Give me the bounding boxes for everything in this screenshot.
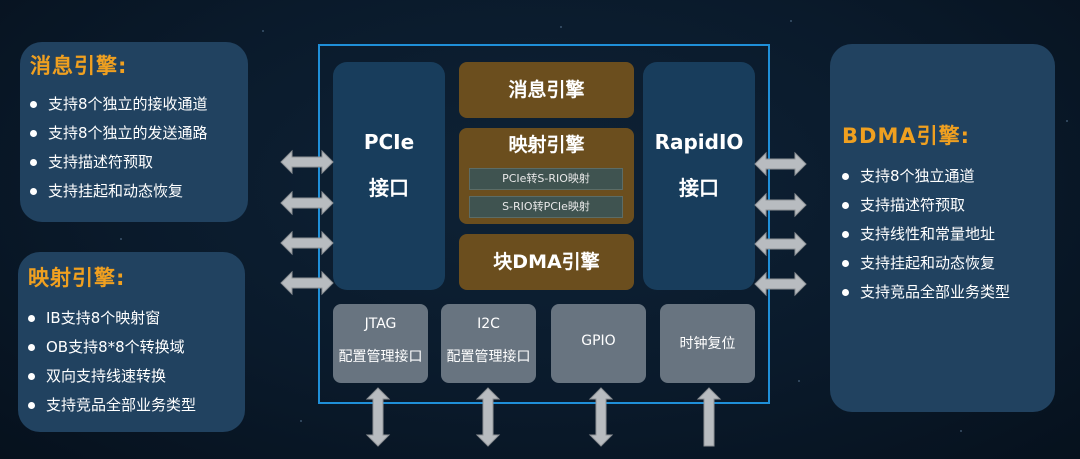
vertical-double-arrow-icon <box>365 387 391 447</box>
gpio-label: GPIO <box>581 333 616 349</box>
pcie-to-srio-mapping: PCIe转S-RIO映射 <box>469 168 623 190</box>
jtag-sublabel: 配置管理接口 <box>338 349 423 365</box>
mapping-engine-panel: 映射引擎: IB支持8个映射窗 OB支持8*8个转换域 双向支持线速转换 支持竞… <box>18 252 245 432</box>
list-item: 支持8个独立通道 <box>842 162 1055 191</box>
block-dma-engine-block: 块DMA引擎 <box>459 234 634 290</box>
bullet-icon <box>28 402 35 409</box>
list-item-text: 支持挂起和动态恢复 <box>860 254 996 272</box>
double-arrow-icon <box>754 271 807 297</box>
bullet-icon <box>30 101 37 108</box>
list-item-text: 支持竞品全部业务类型 <box>860 283 1011 301</box>
list-item-text: 支持8个独立通道 <box>860 167 975 185</box>
list-item: 支持描述符预取 <box>30 148 248 177</box>
feature-list: 支持8个独立的接收通道 支持8个独立的发送通路 支持描述符预取 支持挂起和动态恢… <box>30 90 248 206</box>
panel-title: 消息引擎: <box>30 54 128 78</box>
list-item-text: 支持竞品全部业务类型 <box>46 396 197 414</box>
bullet-icon <box>842 289 849 296</box>
bullet-icon <box>28 315 35 322</box>
pcie-interface-block: PCIe 接口 <box>333 62 445 290</box>
vertical-double-arrow-icon <box>475 387 501 447</box>
bullet-icon <box>30 159 37 166</box>
gpio-block: GPIO <box>551 304 646 383</box>
message-engine-block: 消息引擎 <box>459 62 634 118</box>
mapping-engine-block: 映射引擎 PCIe转S-RIO映射 S-RIO转PCIe映射 <box>459 128 634 224</box>
i2c-label: I2C <box>477 316 500 332</box>
pcie-label: PCIe <box>363 130 415 154</box>
double-arrow-icon <box>754 192 807 218</box>
list-item: 支持描述符预取 <box>842 191 1055 220</box>
list-item: 支持竞品全部业务类型 <box>842 278 1055 307</box>
chip-boundary <box>318 44 770 404</box>
star <box>120 238 122 240</box>
message-engine-panel: 消息引擎: 支持8个独立的接收通道 支持8个独立的发送通路 支持描述符预取 支持… <box>20 42 248 222</box>
srio-to-pcie-mapping: S-RIO转PCIe映射 <box>469 196 623 218</box>
list-item: 支持竞品全部业务类型 <box>28 391 245 420</box>
bullet-icon <box>28 344 35 351</box>
feature-list: 支持8个独立通道 支持描述符预取 支持线性和常量地址 支持挂起和动态恢复 支持竞… <box>842 162 1055 307</box>
list-item-text: 支持描述符预取 <box>48 153 154 171</box>
list-item-text: 支持挂起和动态恢复 <box>48 182 184 200</box>
mapping-engine-title: 映射引擎 <box>508 134 585 156</box>
panel-title: 映射引擎: <box>28 266 126 290</box>
rapidio-interface-block: RapidIO 接口 <box>643 62 755 290</box>
double-arrow-icon <box>754 151 807 177</box>
list-item-text: 支持线性和常量地址 <box>860 225 996 243</box>
bullet-icon <box>30 130 37 137</box>
clock-reset-block: 时钟复位 <box>660 304 755 383</box>
vertical-double-arrow-icon <box>588 387 614 447</box>
star <box>262 30 264 32</box>
bullet-icon <box>842 231 849 238</box>
star <box>790 20 792 22</box>
list-item-text: 支持8个独立的接收通道 <box>48 95 208 113</box>
list-item: OB支持8*8个转换域 <box>28 333 245 362</box>
list-item: IB支持8个映射窗 <box>28 304 245 333</box>
rapidio-sublabel: 接口 <box>679 176 719 200</box>
double-arrow-icon <box>754 231 807 257</box>
star <box>798 380 800 382</box>
bullet-icon <box>30 188 37 195</box>
double-arrow-icon <box>280 270 334 296</box>
list-item: 支持挂起和动态恢复 <box>842 249 1055 278</box>
i2c-sublabel: 配置管理接口 <box>446 349 531 365</box>
pcie-sublabel: 接口 <box>369 176 409 200</box>
jtag-block: JTAG 配置管理接口 <box>333 304 428 383</box>
list-item: 支持线性和常量地址 <box>842 220 1055 249</box>
bullet-icon <box>842 173 849 180</box>
feature-list: IB支持8个映射窗 OB支持8*8个转换域 双向支持线速转换 支持竞品全部业务类… <box>28 304 245 420</box>
double-arrow-icon <box>280 149 334 175</box>
bullet-icon <box>28 373 35 380</box>
list-item-text: 支持8个独立的发送通路 <box>48 124 208 142</box>
panel-title: BDMA引擎: <box>842 124 970 148</box>
i2c-block: I2C 配置管理接口 <box>441 304 536 383</box>
list-item: 支持挂起和动态恢复 <box>30 177 248 206</box>
star <box>300 420 302 422</box>
star <box>560 26 562 28</box>
list-item: 支持8个独立的发送通路 <box>30 119 248 148</box>
list-item-text: OB支持8*8个转换域 <box>46 338 185 356</box>
jtag-label: JTAG <box>364 316 397 332</box>
bullet-icon <box>842 260 849 267</box>
list-item-text: 双向支持线速转换 <box>46 367 167 385</box>
double-arrow-icon <box>280 190 334 216</box>
list-item: 双向支持线速转换 <box>28 362 245 391</box>
list-item-text: 支持描述符预取 <box>860 196 966 214</box>
star <box>1066 120 1068 122</box>
clock-reset-label: 时钟复位 <box>679 336 736 352</box>
up-arrow-icon <box>696 387 722 447</box>
list-item: 支持8个独立的接收通道 <box>30 90 248 119</box>
bdma-engine-panel: BDMA引擎: 支持8个独立通道 支持描述符预取 支持线性和常量地址 支持挂起和… <box>830 44 1055 412</box>
double-arrow-icon <box>280 230 334 256</box>
bullet-icon <box>842 202 849 209</box>
star <box>960 430 962 432</box>
rapidio-label: RapidIO <box>654 130 744 154</box>
list-item-text: IB支持8个映射窗 <box>46 309 161 327</box>
